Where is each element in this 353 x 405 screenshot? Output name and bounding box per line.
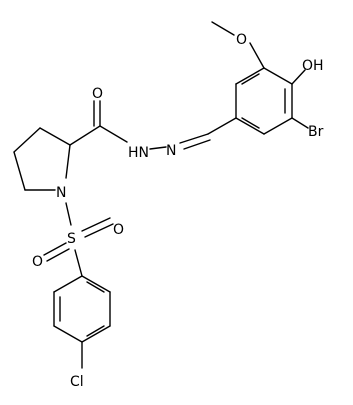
- sulfur-label: S: [67, 231, 76, 247]
- pyrrolidine-nitrogen-label: N: [56, 185, 66, 201]
- carbonyl-oxygen-label: O: [92, 86, 103, 102]
- bromo-label: Br: [308, 124, 324, 140]
- chloro-label: Cl: [70, 374, 84, 390]
- methoxy-bonds: [211, 21, 265, 69]
- hydroxyl-label: OH: [302, 58, 324, 74]
- hydrazide-nh-label: HN: [128, 145, 149, 161]
- sulfonyl-bonds: [43, 202, 114, 277]
- imine-linker-bonds: [179, 117, 237, 150]
- hydrazide-bonds: [69, 100, 167, 150]
- aromatic-ring-upper: [235, 67, 293, 135]
- ring-substituent-bonds: [291, 69, 309, 129]
- sulfonyl-oxygen-lower-label: O: [32, 254, 43, 270]
- pyrrolidine-ring: [13, 127, 71, 191]
- sulfonyl-oxygen-upper-label: O: [113, 222, 124, 238]
- methoxy-oxygen-label: O: [236, 32, 247, 48]
- imine-nitrogen-label: N: [166, 143, 176, 159]
- aromatic-ring-lower: [53, 275, 111, 343]
